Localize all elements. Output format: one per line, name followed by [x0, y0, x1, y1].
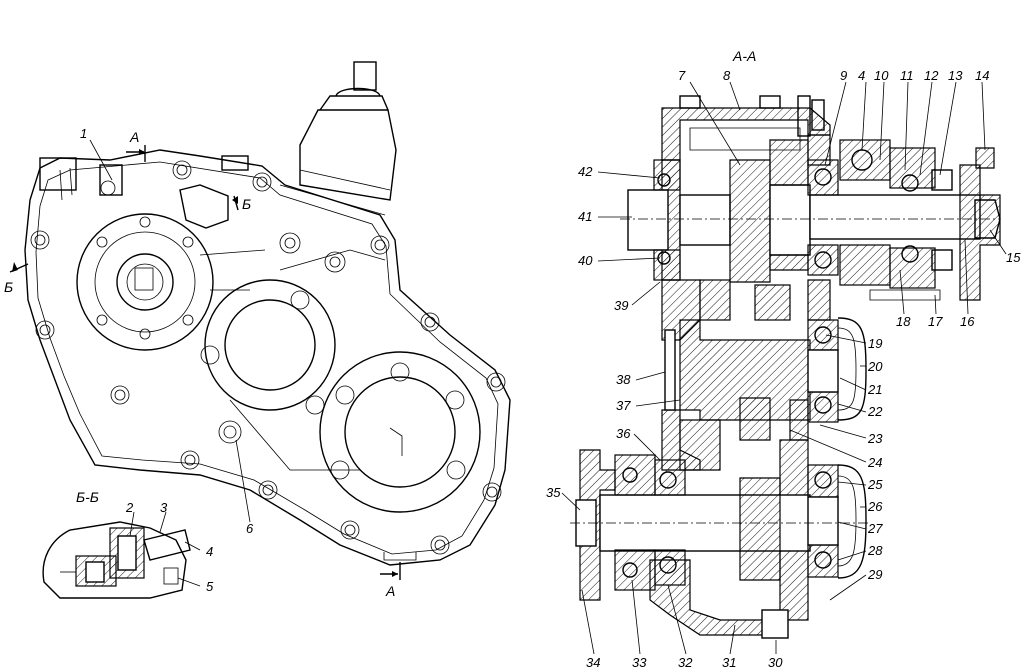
callout-29: 29 [867, 567, 882, 582]
callout-26: 26 [867, 499, 883, 514]
callout-3: 3 [160, 500, 168, 515]
callout-20: 20 [867, 359, 883, 374]
intermediate-shaft [664, 279, 867, 471]
upper-rear-bearings [807, 139, 1001, 301]
external-view [24, 61, 511, 566]
callout-39: 39 [614, 298, 628, 313]
section-bb-title: Б-Б [76, 489, 99, 505]
callout-labels: 1 2 3 4 5 6 7 8 9 4 10 11 12 13 14 15 16… [80, 68, 1021, 670]
cut-label-a-top: А [129, 129, 139, 145]
callout-30: 30 [768, 655, 783, 670]
cut-label-b-right: Б [242, 196, 251, 212]
callout-23: 23 [867, 431, 883, 446]
rear-output-cover [319, 351, 481, 513]
callout-38: 38 [616, 372, 631, 387]
callout-19: 19 [868, 336, 882, 351]
callout-16: 16 [960, 314, 975, 329]
callout-35: 35 [546, 485, 561, 500]
callout-24: 24 [867, 455, 882, 470]
callout-17: 17 [928, 314, 943, 329]
callout-31: 31 [722, 655, 736, 670]
callout-42: 42 [578, 164, 593, 179]
callout-4-aa: 4 [858, 68, 865, 83]
front-output-flange [76, 213, 214, 351]
callout-40: 40 [578, 253, 593, 268]
callout-28: 28 [867, 543, 883, 558]
callout-21: 21 [867, 382, 882, 397]
callout-13: 13 [948, 68, 963, 83]
callout-37: 37 [616, 398, 631, 413]
callout-6: 6 [246, 521, 254, 536]
callout-25: 25 [867, 477, 883, 492]
output-shaft [570, 449, 870, 639]
section-aa-title: А-А [732, 48, 756, 64]
callout-33: 33 [632, 655, 647, 670]
callout-15: 15 [1006, 250, 1021, 265]
callout-9: 9 [840, 68, 847, 83]
callout-5: 5 [206, 579, 214, 594]
callout-11: 11 [900, 68, 914, 83]
callout-41: 41 [578, 209, 592, 224]
callout-27: 27 [867, 521, 883, 536]
callout-4-bb: 4 [206, 544, 213, 559]
callout-36: 36 [616, 426, 631, 441]
leader-lines [89, 81, 1007, 655]
callout-7: 7 [678, 68, 686, 83]
cut-markers: А А Б Б [4, 129, 401, 599]
intermediate-shaft-cover [200, 279, 336, 415]
callout-18: 18 [896, 314, 911, 329]
callout-12: 12 [924, 68, 939, 83]
callout-2: 2 [125, 500, 134, 515]
cut-label-b-left: Б [4, 279, 13, 295]
section-bb-view: Б-Б [42, 489, 191, 599]
cut-label-a-bottom: А [385, 583, 395, 599]
section-aa-view: А-А [570, 48, 1001, 639]
callout-8: 8 [723, 68, 731, 83]
callout-1: 1 [80, 126, 87, 141]
callout-22: 22 [867, 404, 883, 419]
callout-10: 10 [874, 68, 889, 83]
callout-32: 32 [678, 655, 693, 670]
callout-14: 14 [975, 68, 989, 83]
callout-34: 34 [586, 655, 600, 670]
input-shaft [620, 139, 1000, 283]
perimeter-bolts [30, 160, 506, 555]
